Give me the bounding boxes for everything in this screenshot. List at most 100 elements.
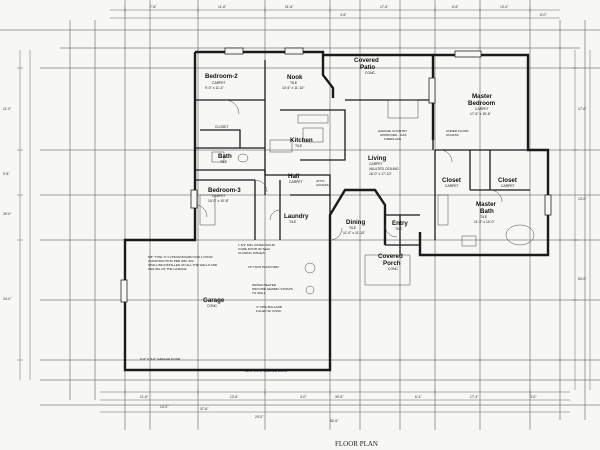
master-bedroom-label-1: Master (472, 93, 493, 100)
dim-left4: 24'-0" (3, 297, 12, 301)
covered-patio-label-2: Patio (360, 64, 375, 71)
fireplace-note-2: APPROVED - GAS (380, 133, 406, 137)
dim-bot3: 13'-6" (230, 395, 239, 399)
dim-bot9: 17'-4" (470, 395, 479, 399)
kitchen-floor: TILE (295, 144, 303, 148)
dim-top1: 7'-6" (150, 5, 157, 9)
bollard-note-1: 4" PIPE BOLLARD (256, 305, 283, 309)
water-heater-note-1: WATER HEATER (252, 283, 277, 287)
dim-bot5: 37'-6" (200, 407, 209, 411)
attic-access-note-1: ATTIC (316, 179, 325, 183)
dim-bot6: 24'-0" (255, 415, 264, 419)
hall-label: Hall (288, 173, 300, 180)
dim-bot7: 30'-6" (335, 395, 344, 399)
door-note-3: CLOSING HINGES (238, 251, 265, 255)
door-swings (194, 99, 503, 241)
covered-patio-label-1: Covered (354, 57, 379, 64)
dining-size: 11'-0" x 11'-10" (343, 231, 366, 235)
laundry-floor: TILE (289, 220, 297, 224)
bedroom3-size: 10'-0" x 10'-8" (208, 199, 230, 203)
entry-floor: TILE (395, 227, 403, 231)
covered-porch-label-2: Porch (383, 260, 401, 267)
dim-bot11: 82'-6" (330, 419, 339, 423)
dim-top3: 21'-6" (285, 5, 294, 9)
living-size: 16'-0" x 17'-10" (369, 172, 393, 176)
bollard-note-2: FILLED W/ CONC. (256, 309, 282, 313)
fireplace-note-1: GARAGE COUNTRY (378, 129, 407, 133)
dim-top8: 6'-0" (540, 13, 547, 17)
dim-top4: 17'-6" (380, 5, 389, 9)
garage-door-left-note: 9'-0" X 8'-0" GARAGE DOOR (140, 357, 181, 361)
dim-bot1: 11'-6" (140, 395, 149, 399)
dim-right1: 17'-6" (578, 107, 587, 111)
dimension-strings (17, 7, 591, 413)
laundry-label: Laundry (284, 213, 309, 220)
water-heater-note-3: TO WALL (252, 291, 266, 295)
dim-top6: 10'-0" (500, 5, 509, 9)
covered-porch-floor: CONC. (388, 267, 399, 271)
master-bath-size: 11'-0" x 10'-0" (474, 220, 495, 224)
platform-note: 18" HIGH PLATFORM (248, 265, 279, 269)
nook-size: 10'-6" x 11'-10" (282, 86, 305, 90)
garage-label: Garage (203, 297, 225, 304)
master-bath-label-2: Bath (480, 208, 494, 215)
attic-access-note-2: ACCESS (316, 183, 329, 187)
dim-top5: 6'-6" (452, 5, 459, 9)
fireplace-note-3: FIREPLACE (384, 137, 401, 141)
under-floor-note-1: UNDER FLOOR (446, 129, 469, 133)
closet-right-label: Closet (498, 177, 517, 184)
dim-left3: 30'-0" (3, 212, 12, 216)
firewall-note-3: SHALL BE INSTALLED ON ALL THE WALLS AND (148, 263, 218, 267)
interior-walls (195, 60, 548, 255)
firewall-note-4: CEILING OF THE GARAGE (148, 267, 187, 271)
master-bath-label-1: Master (476, 201, 497, 208)
closet-right-floor: CARPET (501, 184, 515, 188)
sheet-title: FLOOR PLAN (335, 440, 378, 448)
water-heater-note-2: PROVIDE SEISMIC STRAPS (252, 287, 293, 291)
dim-right3: 54'-0" (578, 277, 587, 281)
annotations: GARAGE COUNTRY APPROVED - GAS FIREPLACE … (140, 129, 469, 373)
bedroom3-floor: CARPET (212, 194, 226, 198)
master-bedroom-floor: CARPET (475, 107, 489, 111)
master-bath-floor: TILE (480, 215, 488, 219)
garage-door-right-note: 16'-0" X 8'-0" GARAGE DOOR (245, 369, 288, 373)
dim-right2: 13'-0" (578, 197, 587, 201)
windows (120, 47, 552, 303)
living-floor: CARPET (369, 162, 383, 166)
covered-patio-floor: CONC. (365, 71, 376, 75)
closet-b2-label: CLOSET (215, 125, 229, 129)
dim-bot10: 3'-0" (530, 395, 537, 399)
dim-bot4: 4'-0" (300, 395, 307, 399)
door-note-1: 1-3/4" MIN. RATED SOLID (238, 243, 276, 247)
covered-porch-label-1: Covered (378, 253, 403, 260)
fixtures (199, 99, 535, 295)
bedroom3-label: Bedroom-3 (208, 187, 241, 194)
dimension-labels: 7'-6" 11'-6" 21'-6" 17'-6" 6'-6" 10'-0" … (3, 5, 587, 423)
bath-label: Bath (218, 153, 232, 160)
master-bedroom-size: 17'-6" x 15'-6" (470, 112, 492, 116)
kitchen-label: Kitchen (290, 137, 313, 144)
dim-left1: 11'-0" (3, 107, 12, 111)
closet-left-label: Closet (442, 177, 461, 184)
dim-top7: 3'-6" (340, 13, 347, 17)
room-labels: Bedroom-2 CARPET 9'-0" x 11'-4" Nook TIL… (203, 57, 517, 308)
dim-top2: 11'-6" (218, 5, 227, 9)
firewall-note-1: 5/8" TYPE 'X' GYPSUM BOARD FOR 1-HOUR (148, 255, 213, 259)
entry-label: Entry (392, 220, 408, 227)
garage-floor: CONC. (207, 304, 218, 308)
bedroom2-size: 9'-0" x 11'-4" (205, 86, 225, 90)
bedroom2-floor: CARPET (212, 81, 226, 85)
master-bedroom-label-2: Bedroom (468, 100, 496, 107)
closet-left-floor: CARPET (445, 184, 459, 188)
dim-left2: 9'-8" (3, 172, 10, 176)
firewall-note-2: CONSTRUCTION PER UBC 302 (148, 259, 194, 263)
door-note-2: CORE DOOR W/ SELF (238, 247, 270, 251)
dim-bot2: 14'-0" (160, 405, 169, 409)
dining-floor: TILE (349, 226, 357, 230)
dim-bot8: 6'-4" (415, 395, 422, 399)
nook-floor: TILE (290, 81, 298, 85)
nook-label: Nook (287, 74, 303, 81)
